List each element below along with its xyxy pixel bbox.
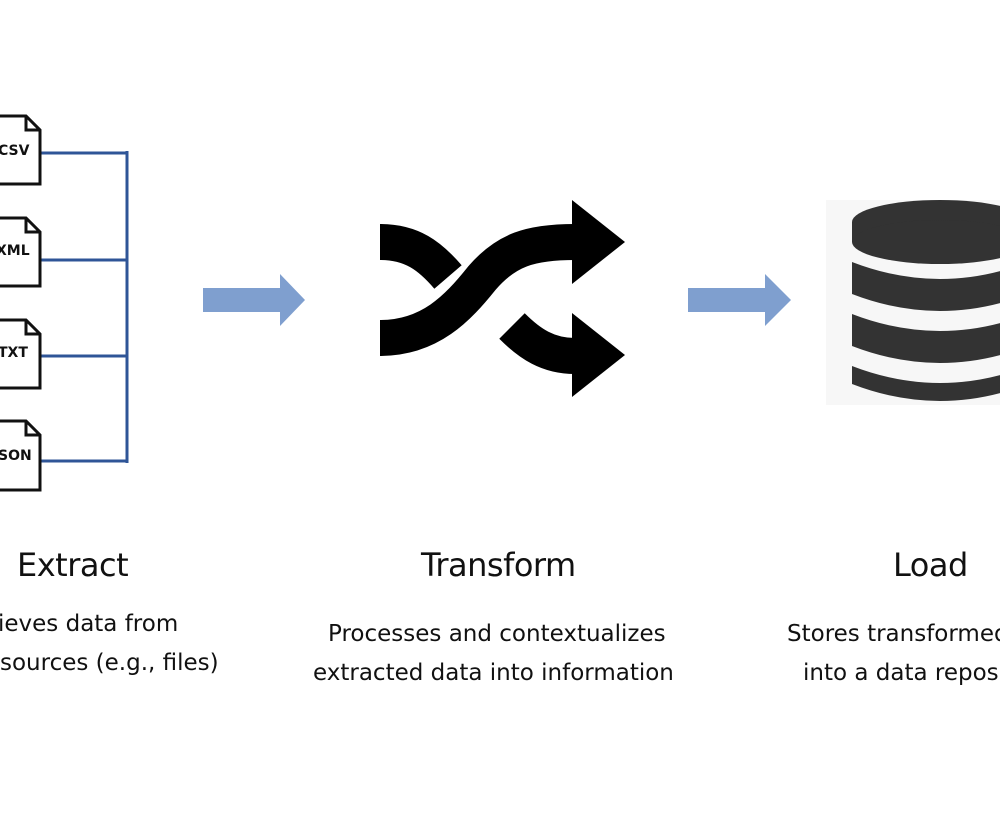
file-connectors <box>40 151 129 463</box>
load-description-line-1: Stores transformed <box>787 621 1000 647</box>
extract-description-line-1: ieves data from <box>0 611 179 637</box>
file-label-txt: TXT <box>0 345 28 361</box>
file-icon: TXT <box>0 318 42 390</box>
transform-description-line-1: Processes and contextualizes <box>328 621 666 647</box>
file-label-xml: XML <box>0 243 30 259</box>
file-icon: SON <box>0 419 42 492</box>
extract-title: Extract <box>17 546 129 584</box>
right-arrow-icon <box>203 274 305 326</box>
right-arrow-icon <box>688 274 791 326</box>
load-title: Load <box>893 546 968 584</box>
transform-description-line-2: extracted data into information <box>313 660 674 686</box>
shuffle-icon <box>379 200 625 397</box>
file-icon: CSV <box>0 114 42 186</box>
file-label-json: SON <box>0 448 32 464</box>
file-icon: XML <box>0 216 42 288</box>
database-icon <box>826 200 1000 405</box>
transform-title: Transform <box>421 546 576 584</box>
extract-description-line-2: sources (e.g., files) <box>0 650 219 676</box>
load-description-line-2: into a data repos <box>803 660 999 686</box>
file-label-csv: CSV <box>0 143 30 159</box>
